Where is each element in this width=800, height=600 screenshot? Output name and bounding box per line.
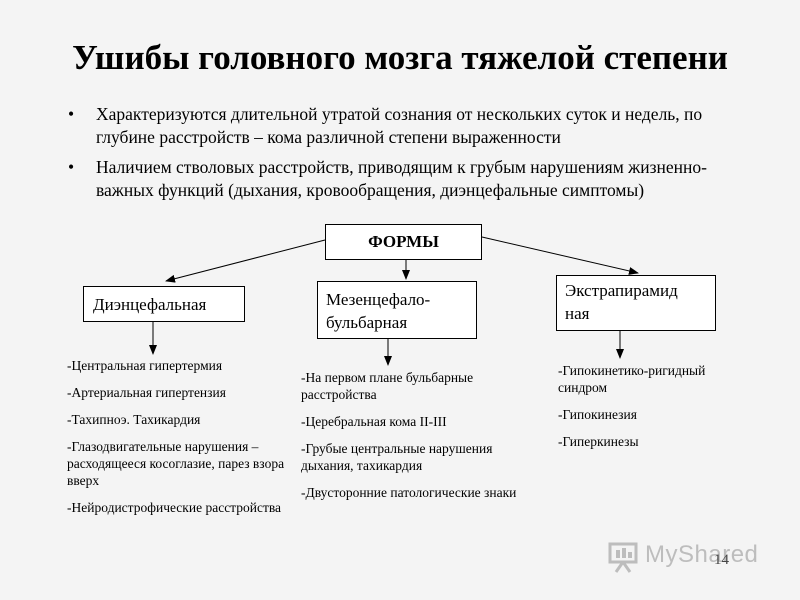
bullet-marker: •: [68, 157, 75, 177]
page-number: 14: [714, 552, 729, 568]
form-box-extrapyramidal: Экстрапирамид ная: [556, 275, 716, 331]
symptom-item: -Гипокинетико-ригидный синдром: [558, 363, 706, 395]
forms-root-box: ФОРМЫ: [325, 224, 482, 260]
bullet-marker: •: [68, 104, 75, 124]
form-box-line: Мезенцефало-: [326, 290, 431, 309]
form-box-line: Экстрапирамид: [565, 281, 678, 300]
symptom-item: -Церебральная кома II-III: [301, 414, 447, 429]
form-box-mesencephalo-bulbar: Мезенцефало- бульбарная: [317, 281, 477, 339]
symptom-item: -Тахипноэ. Тахикардия: [67, 412, 201, 427]
arrow-forms-to-e: [481, 236, 639, 275]
symptom-item: -Двусторонние патологические знаки: [301, 485, 517, 500]
form-box-diencephalic: Диэнцефальная: [83, 286, 245, 322]
bullet-text: Характеризуются длительной утратой созна…: [96, 104, 703, 147]
symptom-item: -Гипокинезия: [558, 407, 637, 422]
symptoms-extrapyramidal: -Гипокинетико-ригидный синдром -Гипокине…: [558, 362, 753, 460]
watermark-text: MyShared: [645, 541, 759, 568]
symptoms-diencephalic: -Центральная гипертермия -Артериальная г…: [67, 357, 287, 526]
arrow-forms-to-d: [165, 239, 326, 283]
slide-title: Ушибы головного мозга тяжелой степени: [72, 38, 728, 77]
form-box-line: ная: [565, 304, 590, 323]
bullet-text: Наличием стволовых расстройств, приводящ…: [96, 157, 707, 200]
symptom-item: -Грубые центральные нарушения дыхания, т…: [301, 441, 493, 473]
form-box-line: бульбарная: [326, 313, 408, 332]
bullet-item: • Характеризуются длительной утратой соз…: [68, 103, 758, 149]
symptom-item: -Артериальная гипертензия: [67, 385, 226, 400]
symptom-item: -Нейродистрофические расстройства: [67, 500, 282, 515]
symptom-item: -Глазодвигательные нарушения – расходяще…: [67, 439, 285, 488]
symptom-item: -Центральная гипертермия: [67, 358, 223, 373]
symptom-item: -На первом плане бульбарные расстройства: [301, 370, 474, 402]
symptoms-mesencephalo-bulbar: -На первом плане бульбарные расстройства…: [301, 369, 526, 511]
symptom-item: -Гиперкинезы: [558, 434, 639, 449]
bullet-list: • Характеризуются длительной утратой соз…: [68, 103, 758, 209]
bullet-item: • Наличием стволовых расстройств, привод…: [68, 156, 758, 202]
presentation-board-icon: [608, 542, 638, 573]
